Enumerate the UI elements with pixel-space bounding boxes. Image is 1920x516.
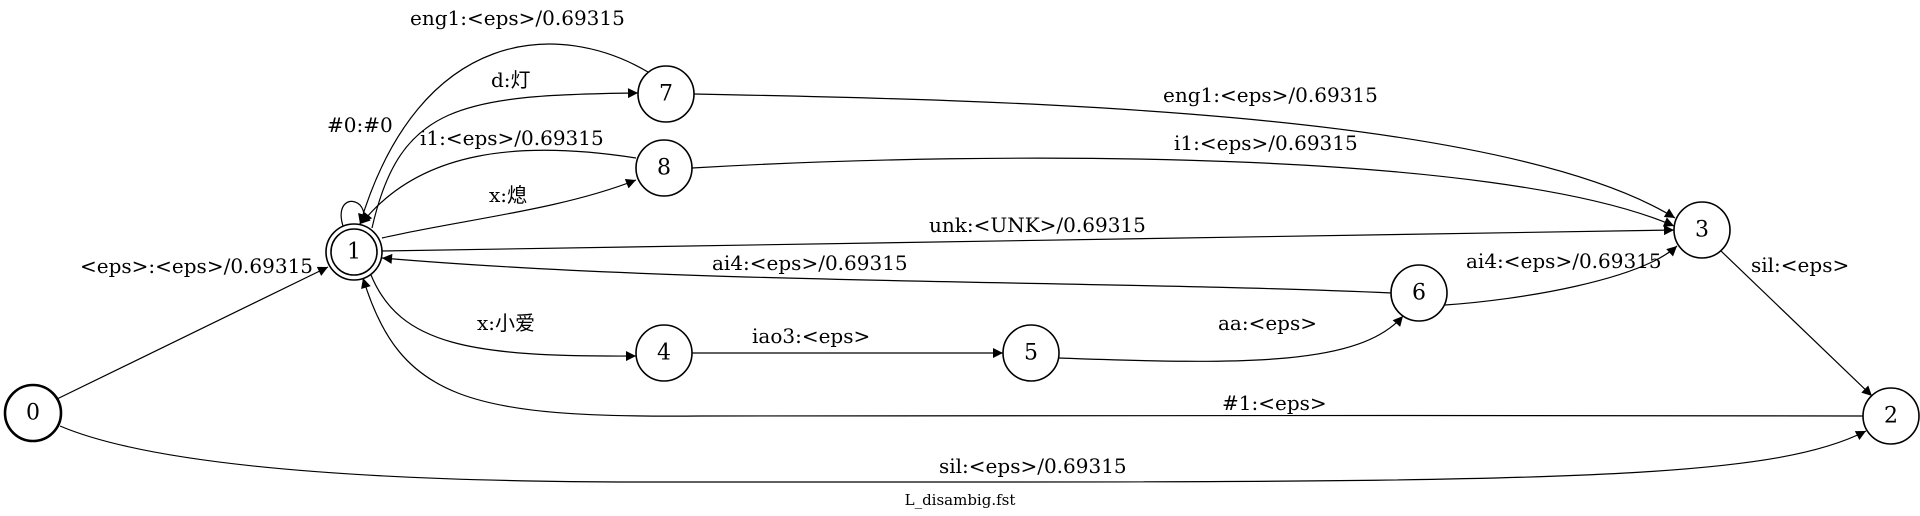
edge-label-0-to-2: sil:<eps>/0.69315 xyxy=(939,454,1127,478)
edge-1-to-7 xyxy=(371,88,639,229)
state-node-1: 1 xyxy=(325,223,383,281)
state-node-8: 8 xyxy=(635,139,693,197)
edge-label-6-to-1: ai4:<eps>/0.69315 xyxy=(712,251,908,275)
edge-label-8-to-1: i1:<eps>/0.69315 xyxy=(420,126,604,150)
state-circle-2 xyxy=(1862,387,1920,445)
state-label-0: 0 xyxy=(26,401,40,426)
edge-label-0-to-1: <eps>:<eps>/0.69315 xyxy=(80,254,313,278)
state-label-7: 7 xyxy=(659,82,673,107)
state-node-5: 5 xyxy=(1002,324,1060,382)
edge-5-to-6 xyxy=(1057,315,1404,362)
edge-label-2-to-1: #1:<eps> xyxy=(1222,391,1327,415)
state-circle-3 xyxy=(1673,201,1731,259)
edge-6-to-3 xyxy=(1444,245,1678,306)
state-circle-6 xyxy=(1390,264,1448,322)
state-circle-8 xyxy=(635,139,693,197)
edge-label-8-to-3: i1:<eps>/0.69315 xyxy=(1174,131,1358,155)
state-node-3: 3 xyxy=(1673,201,1731,259)
state-label-3: 3 xyxy=(1695,218,1709,243)
edge-8-to-3 xyxy=(691,157,1675,227)
edge-2-to-1 xyxy=(361,277,1865,417)
state-circle-5 xyxy=(1002,324,1060,382)
state-circle-4 xyxy=(635,324,693,382)
edge-label-1-to-3: unk:<UNK>/0.69315 xyxy=(929,213,1146,237)
nodes-layer: 0 1 2 3 4 5 6 7 8 xyxy=(3,65,1920,445)
state-node-0: 0 xyxy=(3,383,63,443)
edge-label-1-to-4: x:小爱 xyxy=(477,311,535,335)
edge-label-7-to-3: eng1:<eps>/0.69315 xyxy=(1163,83,1378,107)
state-node-7: 7 xyxy=(637,65,695,123)
state-label-1: 1 xyxy=(347,240,361,265)
edge-7-to-1 xyxy=(358,43,649,225)
edge-8-to-1 xyxy=(361,149,637,224)
edge-label-6-to-3: ai4:<eps>/0.69315 xyxy=(1466,249,1662,273)
state-label-4: 4 xyxy=(657,341,671,366)
state-label-6: 6 xyxy=(1412,281,1426,306)
edge-3-to-2 xyxy=(1720,250,1873,397)
state-label-8: 8 xyxy=(657,156,671,181)
state-label-5: 5 xyxy=(1024,341,1038,366)
edge-label-1-to-8: x:熄 xyxy=(489,183,527,207)
edge-1-to-3 xyxy=(381,225,1675,252)
edge-1-to-4 xyxy=(370,274,637,362)
state-circle-7 xyxy=(637,65,695,123)
edge-label-7-to-1: eng1:<eps>/0.69315 xyxy=(410,6,625,30)
state-node-6: 6 xyxy=(1390,264,1448,322)
edge-6-to-1 xyxy=(381,253,1393,294)
edge-labels-layer: <eps>:<eps>/0.69315 sil:<eps>/0.69315 #0:#… xyxy=(80,6,1849,478)
final-state-ring-1 xyxy=(330,228,378,276)
state-label-2: 2 xyxy=(1884,404,1898,429)
edge-label-1-to-7: d:灯 xyxy=(491,68,531,92)
edge-1-to-8 xyxy=(381,179,637,239)
edge-label-5-to-6: aa:<eps> xyxy=(1218,311,1317,335)
diagram-caption: L_disambig.fst xyxy=(905,491,1016,509)
state-node-2: 2 xyxy=(1862,387,1920,445)
edge-7-to-3 xyxy=(693,93,1676,219)
edge-0-to-1 xyxy=(56,266,329,400)
state-circle-0 xyxy=(3,383,63,443)
state-node-4: 4 xyxy=(635,324,693,382)
edge-label-3-to-2: sil:<eps> xyxy=(1751,253,1849,277)
edge-0-to-2 xyxy=(59,425,1867,483)
edge-label-4-to-5: iao3:<eps> xyxy=(752,324,870,348)
edge-label-1-to-1: #0:#0 xyxy=(327,113,393,137)
edges-layer xyxy=(56,43,1873,483)
